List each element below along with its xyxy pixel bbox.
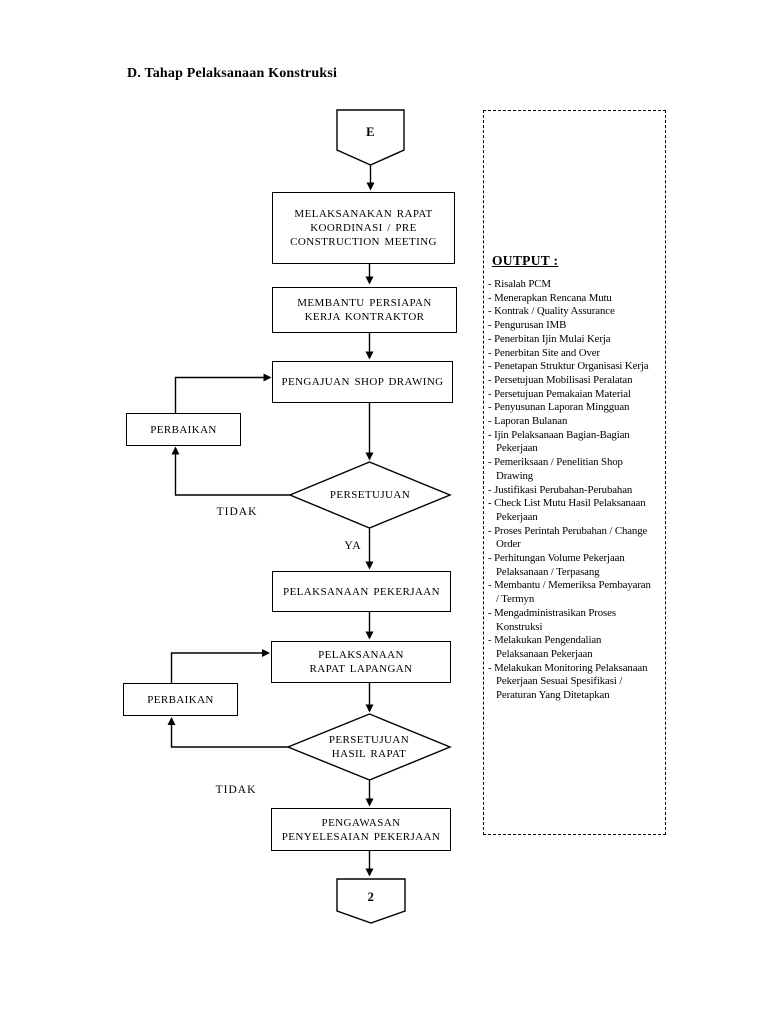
output-item-line: - Persetujuan Pemakaian Material (488, 387, 631, 400)
text-line: RAPAT LAPANGAN (309, 663, 413, 675)
output-list-item: - Membantu / Memeriksa Pembayaran/ Termy… (488, 579, 663, 606)
diamond-persetujuan-hasil-rapat-shape (286, 713, 452, 781)
output-item-line: Konstruksi (496, 620, 543, 633)
output-list: - Risalah PCM- Menerapkan Rencana Mutu- … (484, 278, 665, 703)
output-list-item: - Penetapan Struktur Organisasi Kerja (488, 360, 663, 374)
text-line: MEMBANTU PERSIAPAN (297, 297, 432, 309)
text-line: PENGAJUAN SHOP DRAWING (281, 376, 444, 388)
node-rapat-lapangan: PELAKSANAAN RAPAT LAPANGAN (271, 641, 451, 683)
text-line: PENYELESAIAN PEKERJAAN (281, 830, 441, 843)
output-item-line: / Termyn (496, 593, 535, 606)
output-item-line: - Pengurusan IMB (488, 319, 567, 332)
output-item-line: - Risalah PCM (488, 278, 551, 290)
output-item-line: - Perhitungan Volume Pekerjaan (488, 552, 625, 565)
output-item-line: - Penerbitan Ijin Mulai Kerja (488, 332, 611, 345)
output-item-line: - Penyusunan Laporan Mingguan (488, 401, 630, 414)
text-line: PERSETUJUAN (328, 734, 410, 746)
output-item-line: Pekerjaan (496, 510, 538, 523)
output-item-line: - Ijin Pelaksanaan Bagian-Bagian (488, 428, 630, 441)
text-line: PENGAWASAN (321, 816, 401, 829)
text-line: PERBAIKAN (147, 693, 214, 706)
node-rapat-koordinasi: MELAKSANAKAN RAPAT KOORDINASI / PRE CONSTR… (272, 192, 455, 264)
page-title: D. Tahap Pelaksanaan Konstruksi (127, 66, 338, 81)
output-item-line: - Melakukan Pengendalian (488, 634, 602, 647)
output-item-line: - Kontrak / Quality Assurance (488, 305, 615, 318)
output-list-item: - Menerapkan Rencana Mutu (488, 292, 663, 306)
output-item-line: - Mengadministrasikan Proses (488, 606, 616, 619)
output-list-item: - Penerbitan Ijin Mulai Kerja (488, 333, 663, 347)
output-item-line: Order (496, 538, 521, 551)
output-item-line: - Penerbitan Site and Over (488, 346, 600, 359)
text-line: KERJA KONTRAKTOR (304, 311, 425, 323)
output-item-line: - Pemeriksaan / Penelitian Shop (488, 456, 623, 469)
output-item-line: - Justifikasi Perubahan-Perubahan (488, 483, 633, 496)
connector-perbaikan-1-to-shop-drawing (174, 373, 272, 413)
text-line: CONSTRUCTION MEETING (290, 236, 437, 248)
output-list-item: - Laporan Bulanan (488, 415, 663, 429)
connector-persetujuan-hasil-tidak-to-perbaikan-2 (167, 717, 288, 748)
text-line: PELAKSANAAN (318, 649, 404, 661)
output-item-line: - Persetujuan Mobilisasi Peralatan (488, 373, 633, 386)
connector-persetujuan-tidak-to-perbaikan-1 (171, 446, 290, 496)
node-persiapan-kontraktor: MEMBANTU PERSIAPAN KERJA KONTRAKTOR (272, 287, 457, 333)
output-list-item: - Risalah PCM (488, 278, 663, 292)
output-list-item: - Kontrak / Quality Assurance (488, 305, 663, 319)
output-list-item: - Persetujuan Mobilisasi Peralatan (488, 374, 663, 388)
offpage-connector-entry-label: E (366, 125, 375, 139)
output-list-item: - Pengurusan IMB (488, 319, 663, 333)
output-list-item: - Penerbitan Site and Over (488, 347, 663, 361)
node-perbaikan-1: PERBAIKAN (126, 413, 241, 446)
output-item-line: - Proses Perintah Perubahan / Change (488, 524, 648, 537)
output-list-item: - Penyusunan Laporan Mingguan (488, 401, 663, 415)
output-item-line: - Membantu / Memeriksa Pembayaran (488, 579, 651, 592)
edge-label-tidak-1: TIDAK (216, 506, 258, 518)
output-item-line: - Check List Mutu Hasil Pelaksanaan (488, 497, 646, 510)
offpage-connector-entry-shape (336, 109, 405, 166)
text-line: MELAKSANAKAN RAPAT (294, 208, 433, 220)
diamond-persetujuan-hasil-rapat-label: PERSETUJUAN HASIL RAPAT (288, 714, 450, 780)
output-item-line: Peraturan Yang Ditetapkan (496, 689, 610, 702)
output-item-line: Pelaksanaan Pekerjaan (496, 647, 593, 660)
diamond-persetujuan-shape (288, 461, 452, 529)
output-item-line: - Laporan Bulanan (488, 415, 568, 428)
output-list-item: - Justifikasi Perubahan-Perubahan (488, 484, 663, 498)
connector-perbaikan-2-to-rapat-lapangan (170, 649, 270, 683)
edge-label-tidak-2: TIDAK (215, 784, 257, 796)
text-line: PELAKSANAAN PEKERJAAN (283, 585, 440, 598)
output-list-item: - Persetujuan Pemakaian Material (488, 388, 663, 402)
node-pengajuan-shop-drawing: PENGAJUAN SHOP DRAWING (272, 361, 453, 403)
output-item-line: - Melakukan Monitoring Pelaksanaan (488, 661, 648, 674)
offpage-connector-exit-shape (336, 878, 406, 924)
node-pelaksanaan-pekerjaan: PELAKSANAAN PEKERJAAN (272, 571, 451, 612)
text-line: PERBAIKAN (150, 423, 217, 436)
offpage-connector-exit-label: 2 (367, 890, 375, 904)
output-item-line: Pelaksanaan / Terpasang (496, 565, 600, 578)
diamond-persetujuan-label: PERSETUJUAN (290, 463, 450, 527)
output-item-line: - Menerapkan Rencana Mutu (488, 291, 612, 304)
output-item-line: Pekerjaan (496, 442, 538, 455)
text-line: HASIL RAPAT (331, 748, 407, 760)
output-panel-heading: OUTPUT : (492, 253, 559, 268)
edge-label-ya: YA (344, 540, 362, 552)
output-item-line: Pekerjaan Sesuai Spesifikasi / (496, 675, 623, 688)
output-panel: OUTPUT : - Risalah PCM- Menerapkan Renca… (483, 110, 666, 835)
text-line: KOORDINASI / PRE (310, 222, 417, 234)
output-item-line: Drawing (496, 469, 534, 482)
node-perbaikan-2: PERBAIKAN (123, 683, 238, 716)
output-item-line: - Penetapan Struktur Organisasi Kerja (488, 360, 649, 373)
text-line: PERSETUJUAN (329, 489, 411, 501)
